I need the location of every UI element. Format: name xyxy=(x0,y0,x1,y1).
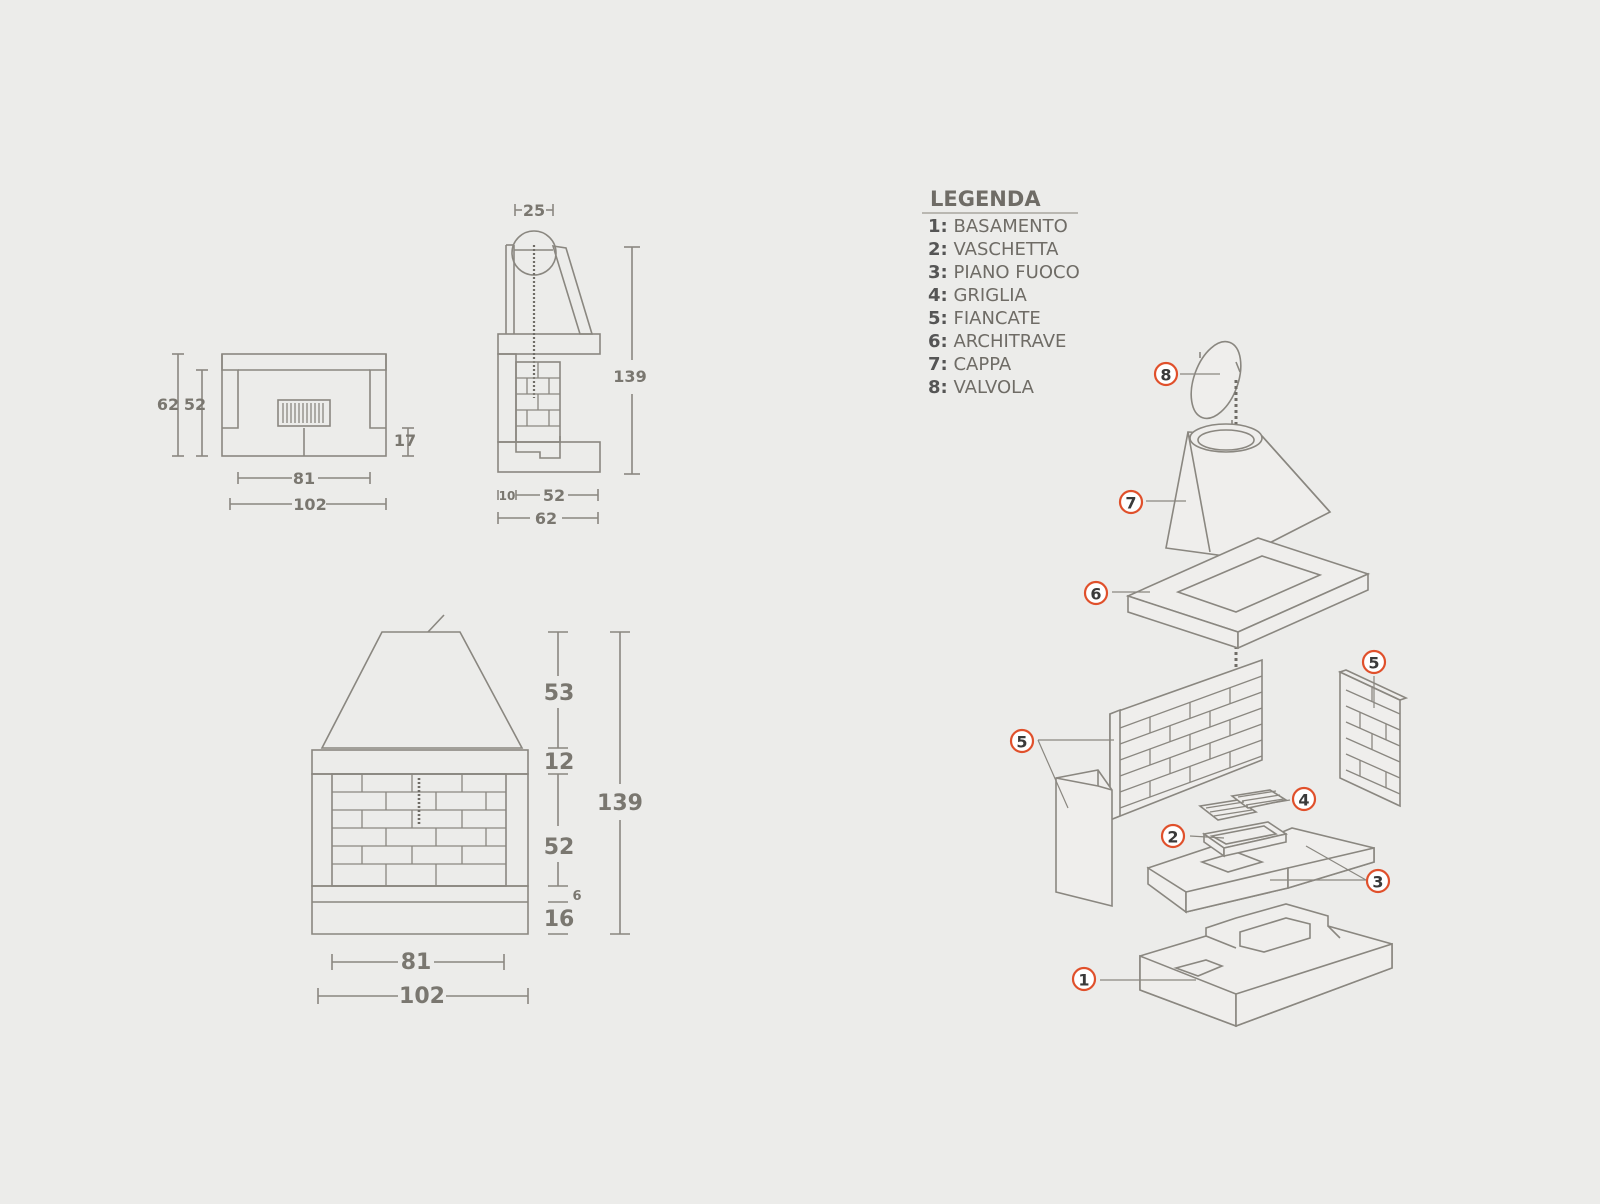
side-view-hood xyxy=(551,245,594,335)
part-back-wall xyxy=(1109,658,1263,822)
svg-text:7: 7 xyxy=(1125,494,1136,513)
svg-text:3: 3 xyxy=(1372,873,1383,892)
part-grates xyxy=(1198,789,1289,821)
top-view-left-wall xyxy=(221,354,239,429)
legend-item-5: 5: FIANCATE xyxy=(928,308,1041,329)
top-view-dimension-lines xyxy=(172,353,414,510)
front-view-base xyxy=(311,885,529,935)
front-view-dim-102: 102 xyxy=(399,984,445,1009)
callout-3: 3 xyxy=(1365,868,1391,894)
svg-text:1: 1 xyxy=(1078,971,1089,990)
top-view-dim-17: 17 xyxy=(394,431,416,450)
side-view-back-wall xyxy=(497,353,517,443)
top-view-dim-52: 52 xyxy=(184,395,206,414)
side-view-lintel xyxy=(497,333,601,355)
side-view-dim-10: 10 xyxy=(499,489,516,503)
part-right-side-wall xyxy=(1337,669,1409,808)
front-view-dim-53: 53 xyxy=(544,681,575,706)
top-view-dim-81: 81 xyxy=(293,469,315,488)
legend-title: LEGENDA xyxy=(930,187,1041,211)
callout-6: 6 xyxy=(1083,580,1109,606)
part-hearth xyxy=(1146,827,1375,914)
callout-1: 1 xyxy=(1071,966,1097,992)
front-view-lintel xyxy=(311,749,529,775)
front-view-valve-handle xyxy=(427,614,445,633)
side-view-dimension-lines xyxy=(497,204,640,524)
front-view-bricks xyxy=(332,774,506,886)
side-view-dim-25: 25 xyxy=(523,201,545,220)
top-view: 62 52 17 81 102 xyxy=(157,353,416,514)
top-view-grate-frame xyxy=(277,399,331,427)
part-base xyxy=(1139,903,1393,1028)
side-view-base xyxy=(497,441,601,473)
front-view-hood xyxy=(320,631,524,749)
part-left-side-panel xyxy=(1055,769,1113,908)
front-view-dim-16: 16 xyxy=(544,907,575,932)
part-valve xyxy=(1190,340,1242,426)
legend-item-4: 4: GRIGLIA xyxy=(928,285,1028,306)
top-view-dim-102: 102 xyxy=(293,495,326,514)
callout-5-right: 5 xyxy=(1361,649,1387,675)
front-view-dim-81: 81 xyxy=(401,950,432,975)
legend-item-1: 1: BASAMENTO xyxy=(928,216,1068,237)
front-view-dim-52: 52 xyxy=(544,835,575,860)
top-view-dim-62: 62 xyxy=(157,395,179,414)
part-lintel xyxy=(1125,537,1371,650)
side-view-dim-139: 139 xyxy=(613,367,646,386)
exploded-view: 1 2 3 4 5 5 6 7 8 xyxy=(1009,340,1409,1028)
legend: LEGENDA 1: BASAMENTO 2: VASCHETTA 3: PIA… xyxy=(922,187,1080,398)
legend-item-2: 2: VASCHETTA xyxy=(928,239,1059,260)
svg-text:5: 5 xyxy=(1016,733,1027,752)
side-view-dim-52: 52 xyxy=(543,486,565,505)
svg-text:5: 5 xyxy=(1368,654,1379,673)
front-view-dimension-lines xyxy=(317,631,630,1004)
top-view-grate-bars xyxy=(282,403,324,423)
legend-item-6: 6: ARCHITRAVE xyxy=(928,331,1066,352)
svg-text:4: 4 xyxy=(1298,791,1309,810)
side-view: 25 139 10 52 62 xyxy=(497,201,647,528)
front-view-dim-12: 12 xyxy=(544,750,575,775)
callout-leaders xyxy=(1037,373,1375,981)
callout-8: 8 xyxy=(1153,361,1179,387)
legend-item-3: 3: PIANO FUOCO xyxy=(928,262,1080,283)
callout-5-left: 5 xyxy=(1009,728,1035,754)
callout-7: 7 xyxy=(1118,489,1144,515)
front-view-dim-6: 6 xyxy=(572,889,581,904)
legend-item-7: 7: CAPPA xyxy=(928,354,1012,375)
callout-4: 4 xyxy=(1291,786,1317,812)
part-tray xyxy=(1201,821,1288,858)
side-view-dim-62: 62 xyxy=(535,509,557,528)
part-hood xyxy=(1165,423,1332,559)
svg-text:8: 8 xyxy=(1160,366,1171,385)
legend-item-8: 8: VALVOLA xyxy=(928,377,1035,398)
front-view: 53 12 52 6 16 139 81 102 xyxy=(311,614,643,1009)
callout-2: 2 xyxy=(1160,823,1186,849)
svg-text:6: 6 xyxy=(1090,585,1101,604)
side-view-bricks xyxy=(516,362,560,427)
svg-text:2: 2 xyxy=(1167,828,1178,847)
front-view-dim-139: 139 xyxy=(597,791,643,816)
top-view-right-wall xyxy=(369,354,387,429)
